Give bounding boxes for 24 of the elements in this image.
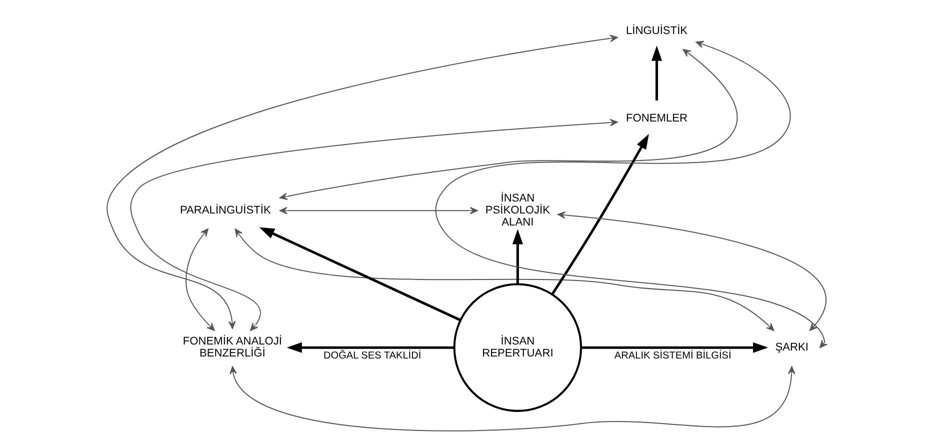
arrow	[130, 118, 618, 330]
arrow	[234, 228, 774, 330]
arrow	[185, 228, 214, 330]
arrow	[229, 366, 795, 431]
arrow	[580, 342, 768, 352]
node-circle: İNSAN REPERTUARI	[452, 282, 582, 412]
arrow	[258, 226, 460, 321]
node-text: İNSAN PSİKOLOJİK ALANI	[484, 192, 550, 228]
arrow	[650, 45, 662, 100]
node-text: PARALİNGUİSTİK	[179, 204, 270, 216]
arrow	[106, 34, 618, 328]
arrow	[512, 228, 522, 284]
node-text: LİNGUİSTİK	[625, 24, 688, 36]
arrow	[286, 342, 454, 352]
arrow	[557, 210, 825, 330]
edge-label: DOĞAL SES TAKLİDİ	[322, 350, 421, 362]
node-text: ŞARKI	[774, 340, 808, 353]
node-text: FONEMLER	[625, 112, 688, 124]
node-text: FONEMİK ANALOJİ BENZERLİĞİ	[182, 334, 282, 359]
arrow	[435, 40, 828, 348]
arrow	[278, 48, 738, 200]
edge-label: ARALIK SİSTEMİ BİLGİSİ	[614, 350, 731, 362]
arrow	[278, 206, 478, 214]
arrow	[550, 133, 648, 294]
